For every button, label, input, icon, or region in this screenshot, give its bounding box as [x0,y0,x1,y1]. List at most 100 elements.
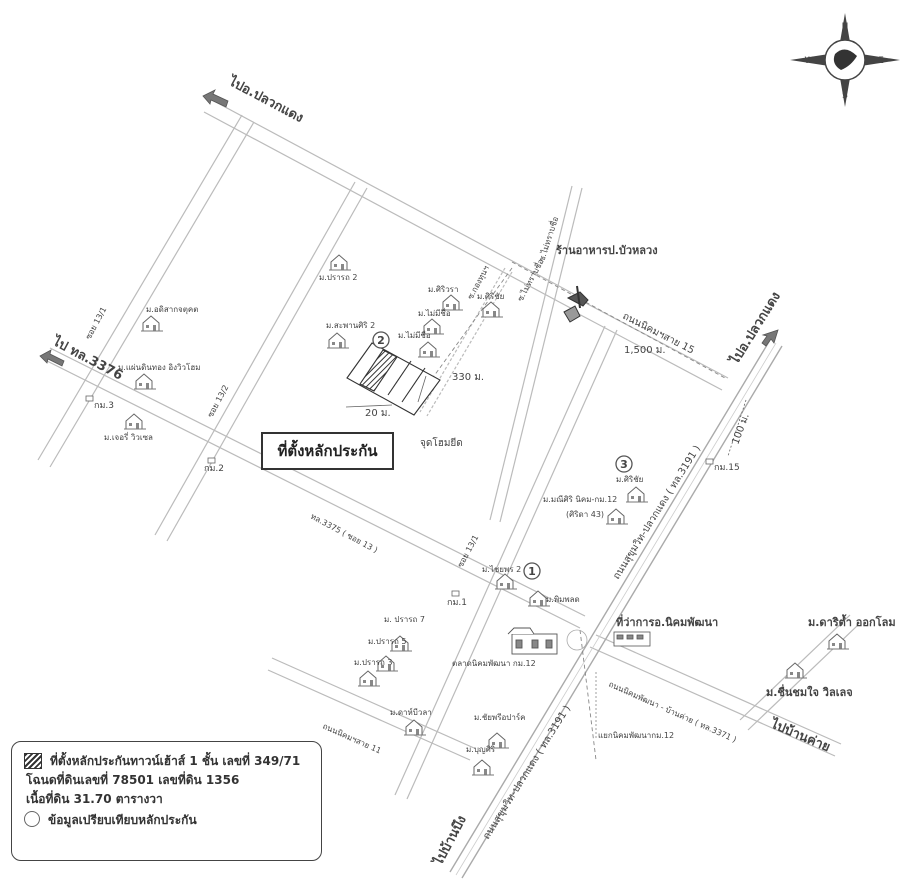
label-330m: 330 ม. [452,372,484,383]
road-top-diagonal-a [211,99,586,301]
label-to-ban-khai: ไปบ้านค่าย [767,714,833,755]
label-m-maimee2: ม.ไม่มีชื่อ [398,329,431,340]
legend-row-collateral: ที่ตั้งหลักประกันทาวน์เฮ้าส์ 1 ชั้น เลขท… [24,752,311,809]
compass-rose: N S W E [790,13,900,107]
district-office-building [613,631,651,647]
road-ban-khai-b [595,634,842,745]
label-m-phimana: ม.พิมพลด [546,595,580,604]
label-m-siriban: ม.ศิริชัย [477,292,504,301]
label-m-adisak: ม.อดิสากจตุคต [146,305,198,314]
road-3375-a [44,359,581,629]
marker-1-label: 1 [528,565,536,578]
arrow-plak-daeng-top [202,89,229,108]
label-m-maimee: ม.ไม่มีชื่อ [418,307,451,318]
direction-arrows [39,89,779,367]
junction-circle [566,629,588,651]
label-soi-13-2: ซอย 13/2 [206,383,231,419]
road-nikom15-b [574,311,723,391]
label-collateral-point: จุดโฮมยีด [420,436,463,449]
label-m-sommanee-sub: (ศิริดา 43) [566,510,604,519]
collateral-location-callout: ที่ตั้งหลักประกัน [261,432,394,470]
label-km2: กม.2 [204,464,224,474]
label-nikom-11: ถนนนิคมฯสาย 11 [321,722,382,756]
label-m-chaowong: ม.เจอรี่ วิวเซล [104,431,153,442]
road-soi-nameless-a [489,185,573,521]
label-soi-13-1b: ซอย 13/1 [456,533,481,569]
label-m-sommanee: ม.มณีศิริ นิคม-กม.12 [543,495,617,504]
legend-line-2: โฉนดที่ดินเลขที่ 78501 เลขที่ดิน 1356 [26,773,240,787]
legend-row-comparison: ข้อมูลเปรียบเทียบหลักประกัน [24,811,311,830]
road-3375-b [49,347,586,617]
label-restaurant: ร้านอาหารป.บัวหลวง [556,244,658,257]
label-main-highway-lower: ถนนสุขุมวิท-ปลวกแดง ( ทล.3191 ) [481,704,573,842]
label-20m: 20 ม. [365,408,391,419]
road-nikom11-b [271,657,475,749]
label-m-chaiwat2: ม.ไชยพร 2 [482,565,521,574]
comparison-markers [372,331,633,580]
legend-line-1: ที่ตั้งหลักประกันทาวน์เฮ้าส์ 1 ชั้น เลขท… [50,754,301,768]
label-m-jeffs: ม.ดาริต้ำ ออกโลม [808,614,896,629]
label-to-ban-bueng: ไปบ้านบึง [429,812,470,869]
label-nikom-12-sign: แยกนิคมพัฒนากม.12 [598,731,674,740]
road-nikom11-a [267,669,471,761]
label-km3: กม.3 [94,401,114,411]
road-top-diagonal-b [203,111,579,313]
major-place-labels: ร้านอาหารป.บัวหลวง ที่ว่าการอ.นิคมพัฒนา … [556,244,896,699]
property-block [346,342,441,416]
legend-box: ที่ตั้งหลักประกันทาวน์เฮ้าส์ 1 ชั้น เลขท… [11,741,322,861]
main-highway [449,339,783,879]
road-soi13-2-a [154,181,356,536]
compass-w: W [805,56,814,66]
road-ban-khai-a [589,646,836,757]
label-100m: 100 ม. [730,412,751,446]
label-m-siriwan: ม.ศิริวรา [428,285,458,294]
label-soi-13-1: ซอย 13/1 [84,305,109,341]
label-m-phaenthong: ม.แผ่นดินทอง อิงวิวโฮม [118,362,200,372]
road-soi13-1-b [49,121,255,468]
townhouse-outline [346,342,441,416]
arrow-plak-daeng-right [761,329,779,347]
arrow-route-3376 [39,349,65,367]
road-soi13-1b-a [394,325,606,796]
market-building [507,627,558,655]
marker-3-label: 3 [620,458,628,471]
label-m-dahbi: ม.ดาห์บีวลา [390,707,432,717]
label-m-pranee3: ม.ปรารถ 3 [354,658,392,667]
roads [37,99,859,800]
legend-hatch-swatch [24,753,42,769]
road-soi-nameless-b [499,187,583,523]
label-m-pranee7: ม. ปรารถ 7 [384,615,425,624]
marker-3 [615,455,633,473]
label-market: ตลาดนิคมพัฒนา กม.12 [452,659,536,668]
label-m-siriwan3: ม.ศิริชัย [616,475,643,484]
compass-s: S [842,91,848,101]
road-soi-kong-tun-b [426,271,513,417]
road-soi13-1-a [37,114,243,461]
house-icons [123,254,850,776]
road-soi13-1b-b [406,329,618,800]
legend-circle-icon [24,811,40,827]
label-km1: กม.1 [447,598,467,608]
label-m-chosomjai: ม.ชื่นชมใจ วิลเลจ [766,684,853,699]
label-m-boonsiri: ม.บุญศิริ [466,745,496,754]
marker-2-label: 2 [377,334,385,347]
label-to-plak-daeng-top: ไปอ.ปลวกแดง [224,72,306,126]
km-labels: กม.3 กม.2 กม.1 กม.15 [94,401,740,608]
compass-e: E [878,56,884,66]
label-m-saphan2: ม.สะพานศิริ 2 [326,321,375,330]
km-marker-icons [85,395,714,597]
legend-line-4: ข้อมูลเปรียบเทียบหลักประกัน [48,813,197,827]
distance-arrows [345,375,747,457]
legend-line-3: เนื้อที่ดิน 31.70 ตารางวา [26,792,163,806]
label-route-3375: ทล.3375 ( ซอย 13 ) [309,512,379,555]
label-km15: กม.15 [714,463,740,473]
collateral-unit [359,349,398,392]
restaurant-junction [563,285,589,323]
label-1500m: 1,500 ม. [624,345,666,356]
place-labels: ม.ปรารถ 2 ม.อดิสากจตุคต ม.แผ่นดินทอง อิง… [104,273,674,754]
marker-2 [372,331,390,349]
road-soi-kong-tun [419,267,506,413]
road-soi13-2-b [166,187,368,542]
